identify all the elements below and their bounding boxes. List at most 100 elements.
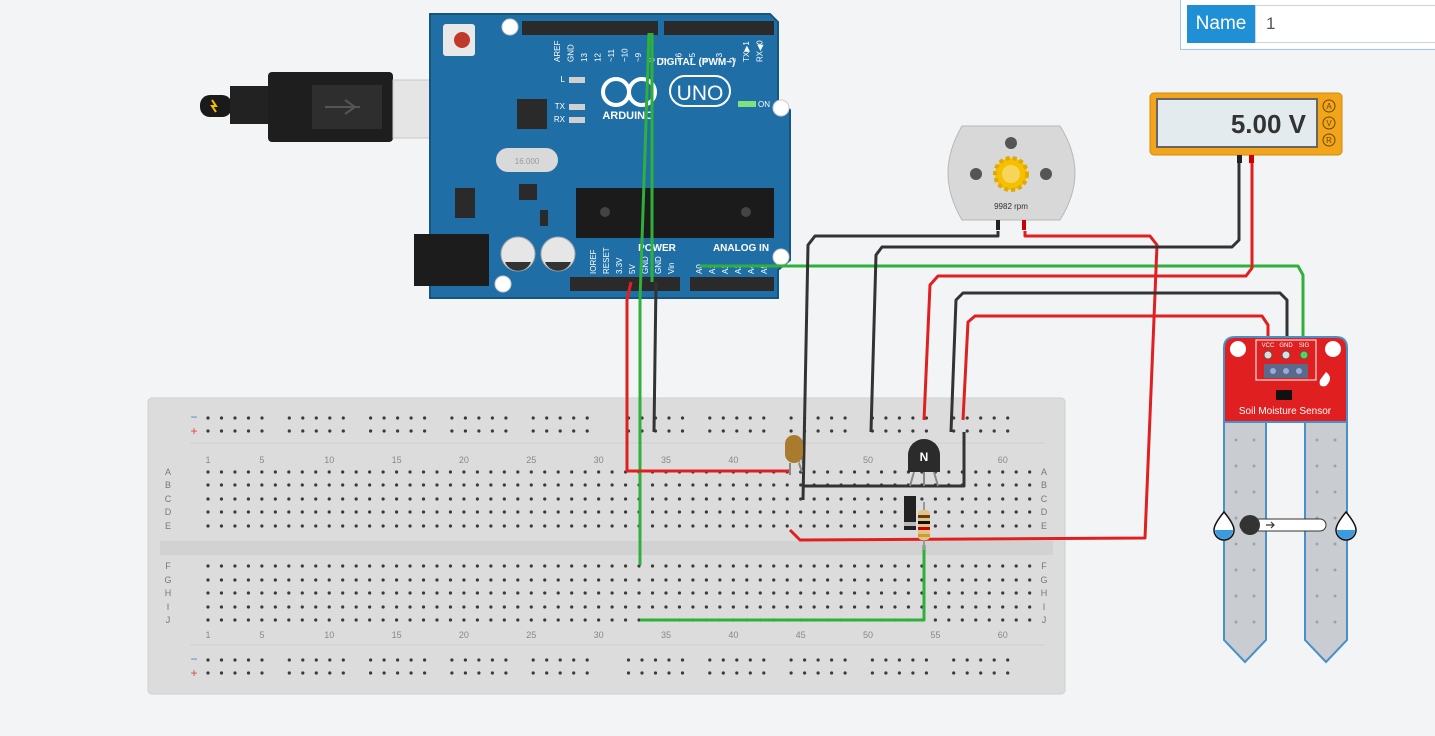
motor-speed: 9982 rpm <box>994 202 1028 211</box>
pin-label: IOREF <box>589 249 598 274</box>
column-number: 35 <box>661 630 671 640</box>
analog-label: ANALOG IN <box>713 243 769 254</box>
sensor-pin-labels: VCC GND SIG <box>1262 343 1310 349</box>
led-indicator <box>569 104 585 110</box>
wire-red-motor[interactable] <box>788 231 1159 542</box>
row-letter: H <box>165 588 172 598</box>
wires[interactable] <box>625 32 1305 622</box>
column-number: 35 <box>661 455 671 465</box>
wire-black-sensor[interactable] <box>949 291 1289 433</box>
row-letter: F <box>1041 561 1047 571</box>
transistor-label: N <box>920 450 929 464</box>
row-letter: H <box>1041 588 1048 598</box>
rail-plus-sign: + <box>190 666 197 680</box>
row-letter: G <box>164 575 171 585</box>
resistor[interactable] <box>918 502 930 550</box>
row-letter: J <box>166 615 171 625</box>
meter-mode-label: R <box>1326 136 1332 145</box>
column-number: 15 <box>392 630 402 640</box>
pin-label: ~9 <box>634 52 643 62</box>
wire-green-bottom[interactable] <box>640 545 926 622</box>
wire-green-signal[interactable] <box>700 264 1305 352</box>
led-label: TX <box>555 102 566 111</box>
pin-label: A1 <box>708 264 717 274</box>
crystal-label: 16.000 <box>515 157 540 166</box>
column-number: 10 <box>324 630 334 640</box>
rail-minus-sign: − <box>190 410 197 424</box>
column-number: 10 <box>324 455 334 465</box>
row-letter: I <box>1043 602 1046 612</box>
rail-signs: −+−+ <box>190 410 197 680</box>
pin-label: ~6 <box>675 52 684 62</box>
pin-label: A0 <box>695 264 704 274</box>
multimeter-reading: 5.00 V <box>1231 109 1307 139</box>
sensor-pin-label: VCC <box>1262 343 1275 349</box>
row-letter: B <box>165 480 171 490</box>
reset-button[interactable] <box>454 32 470 48</box>
pin-label: ~11 <box>607 48 616 62</box>
wire-black-meter[interactable] <box>869 163 1241 433</box>
meter-mode-button[interactable] <box>1322 99 1336 113</box>
property-name-label: Name <box>1187 5 1255 43</box>
dc-motor[interactable]: 9982 rpm <box>947 125 1076 230</box>
capacitor[interactable] <box>785 435 803 475</box>
led-label: L <box>561 75 566 84</box>
wire-red-meter[interactable] <box>922 163 1254 421</box>
on-label: ON <box>758 100 770 109</box>
row-letter: D <box>1041 507 1048 517</box>
column-number: 60 <box>998 630 1008 640</box>
pin-label: 3.3V <box>615 257 624 274</box>
row-letter: G <box>1040 575 1047 585</box>
moisture-slider-thumb[interactable] <box>1240 515 1260 535</box>
wire-black-gnd[interactable] <box>652 281 658 433</box>
meter-mode-button[interactable] <box>1322 116 1336 130</box>
led-indicator <box>569 77 585 83</box>
npn-transistor[interactable]: N <box>908 439 940 487</box>
row-letter: E <box>165 521 171 531</box>
rail-plus-sign: + <box>190 424 197 438</box>
led-labels: L TX RX <box>554 75 585 124</box>
digital-label: DIGITAL (PWM~) <box>657 57 736 68</box>
column-number: 50 <box>863 455 873 465</box>
row-letter: F <box>165 561 171 571</box>
wire-black-collector[interactable] <box>803 432 966 488</box>
row-letter: C <box>1041 494 1048 504</box>
multimeter-mode-buttons[interactable]: AVR <box>1322 99 1336 147</box>
pin-label: GND <box>567 44 576 62</box>
column-number: 20 <box>459 630 469 640</box>
multimeter[interactable]: 5.00 V AVR <box>1149 92 1343 163</box>
column-number: 55 <box>930 630 940 640</box>
pin-label: 5V <box>628 264 637 274</box>
sensor-pin-label: GND <box>1279 343 1293 349</box>
diode[interactable] <box>904 496 916 530</box>
column-number: 25 <box>526 455 536 465</box>
row-letter: J <box>1042 615 1047 625</box>
column-number: 15 <box>392 455 402 465</box>
arduino-uno[interactable]: 16.000 ARDUINO UNO DIGITAL (PWM~) POWER … <box>414 13 791 299</box>
pin-label: A3 <box>734 264 743 274</box>
row-letter: E <box>1041 521 1047 531</box>
column-number: 5 <box>259 630 264 640</box>
pin-label: 4 <box>702 57 711 62</box>
wire-red-5v[interactable] <box>625 281 790 473</box>
wire-red-sensor[interactable] <box>961 314 1270 421</box>
pin-label: 2 <box>729 57 738 62</box>
column-number: 30 <box>594 455 604 465</box>
row-letter: I <box>167 602 170 612</box>
sensor-pin-label: SIG <box>1299 343 1310 349</box>
row-letter: A <box>1041 467 1047 477</box>
pin-label: ~5 <box>688 52 697 62</box>
pin-label: TX▶1 <box>742 41 751 62</box>
power-label: POWER <box>638 243 677 254</box>
pin-label: GND <box>641 256 650 274</box>
row-letter: A <box>165 467 171 477</box>
meter-mode-button[interactable] <box>1322 133 1336 147</box>
led-label: RX <box>554 115 566 124</box>
column-number: 20 <box>459 455 469 465</box>
wire-black-motor[interactable] <box>801 231 1000 501</box>
property-name-field[interactable]: 1 <box>1255 5 1435 43</box>
